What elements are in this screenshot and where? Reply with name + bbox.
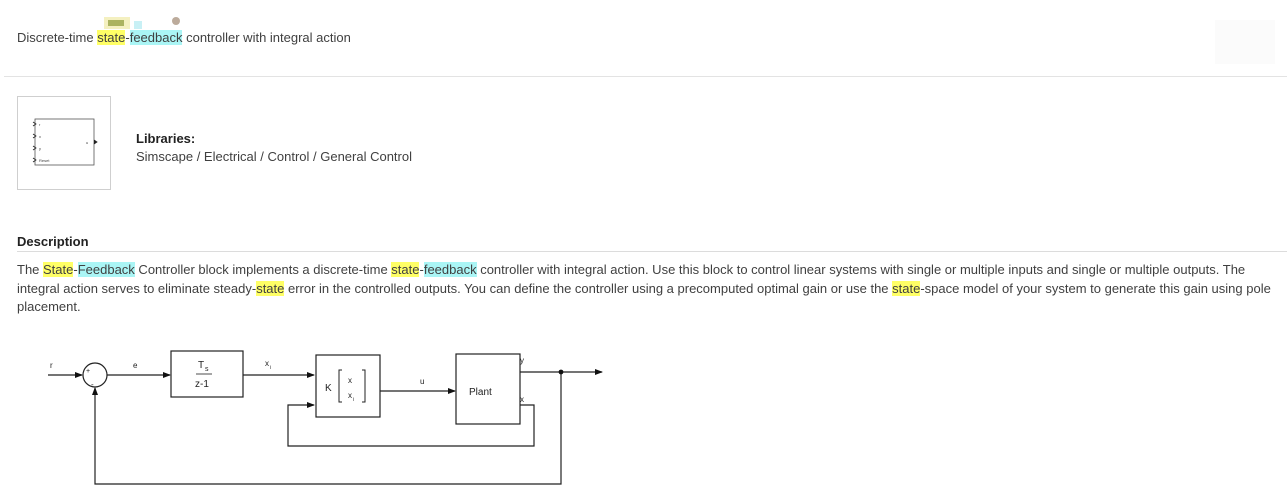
- subtitle-text: controller with integral action: [182, 30, 351, 45]
- label-plus: +: [86, 368, 90, 375]
- port-label-u: u: [86, 140, 88, 145]
- description-text: error in the controlled outputs. You can…: [284, 280, 893, 296]
- wire-x-feedback: [287, 402, 535, 447]
- label-x: x: [520, 395, 524, 404]
- description-heading: Description: [17, 234, 89, 249]
- branch-point: [558, 369, 564, 375]
- description-text: controller with integral action. Use thi…: [17, 262, 1246, 296]
- search-highlight: state: [256, 280, 285, 296]
- block-icon-thumbnail[interactable]: r x y Reset u: [17, 96, 111, 190]
- label-u: u: [420, 377, 424, 386]
- description-divider: [17, 251, 1287, 252]
- integrator-numerator: T: [198, 360, 204, 371]
- gain-block: [315, 354, 381, 418]
- block-subtitle: Discrete-time state-feedback controller …: [17, 30, 351, 45]
- description-text: -: [419, 262, 424, 277]
- library-path-link[interactable]: Simscape / Electrical / Control / Genera…: [136, 149, 412, 164]
- integrator-numerator-sub: s: [205, 366, 209, 373]
- description-text: The: [17, 262, 44, 277]
- label-minus: -: [91, 380, 94, 389]
- header-divider: [4, 76, 1287, 77]
- description-text: -space model of your system to generate …: [17, 280, 1271, 315]
- label-e: e: [133, 361, 138, 370]
- search-highlight: state: [391, 262, 420, 277]
- search-highlight: State: [43, 262, 74, 277]
- port-label-y: y: [39, 146, 41, 151]
- wire-y-feedback: [92, 372, 562, 485]
- port-label-x: x: [39, 134, 41, 139]
- search-highlight: state: [97, 30, 126, 45]
- integrator-block: [170, 350, 244, 398]
- search-highlight: state: [892, 280, 921, 296]
- integrator-denominator: z-1: [195, 379, 209, 390]
- library-logo: [104, 17, 180, 29]
- gain-vector-bottom: x: [348, 391, 352, 400]
- plant-block: [455, 353, 521, 425]
- gain-k: K: [325, 383, 332, 394]
- port-label-reset: Reset: [39, 158, 50, 163]
- search-highlight: Feedback: [77, 262, 135, 277]
- label-xi: x: [265, 359, 269, 368]
- description-text: Controller block implements a discrete-t…: [134, 262, 392, 277]
- search-highlight: feedback: [423, 262, 477, 277]
- state-feedback-controller-icon: r x y Reset u: [32, 118, 98, 166]
- label-xi-sub: i: [270, 365, 271, 371]
- description-text: -: [73, 262, 78, 277]
- control-block-diagram: r + - e T s z-1 x i K x x i u Plant y x: [48, 350, 603, 485]
- search-highlight: feedback: [129, 30, 183, 45]
- header-decoration: [1215, 20, 1275, 64]
- subtitle-text: Discrete-time: [17, 30, 98, 45]
- port-label-r: r: [39, 122, 41, 127]
- libraries-heading: Libraries:: [136, 131, 196, 146]
- label-r: r: [50, 361, 53, 370]
- label-y: y: [520, 356, 524, 365]
- description-paragraph: The State-Feedback Controller block impl…: [17, 261, 1283, 317]
- gain-vector-bottom-sub: i: [353, 397, 354, 403]
- subtitle-text: -: [125, 30, 130, 45]
- sum-junction: [82, 362, 108, 388]
- gain-vector-top: x: [348, 376, 352, 385]
- plant-label: Plant: [469, 387, 492, 398]
